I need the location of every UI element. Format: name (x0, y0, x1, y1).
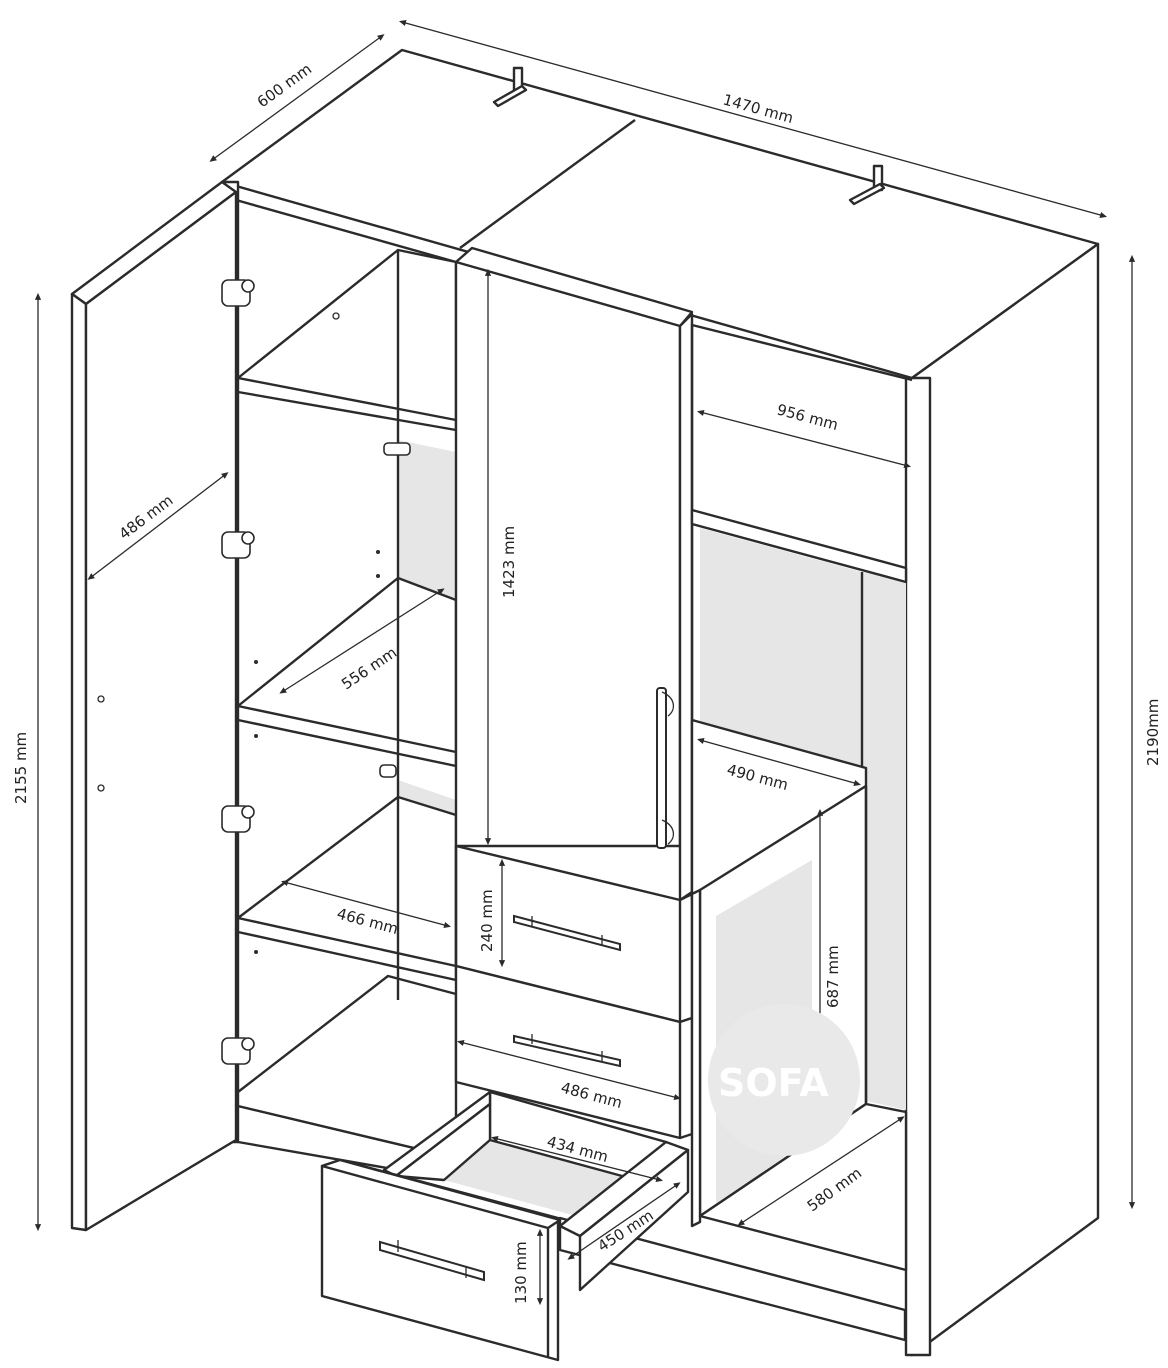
hinge-icon (221, 279, 255, 307)
drawer-front-height-label: 240 mm (478, 889, 496, 952)
shelf-1 (236, 248, 458, 432)
height-left-label: 2155 mm (12, 732, 30, 804)
dimension-lines (34, 20, 1136, 1306)
sofa-logo: SOFA (708, 1004, 860, 1156)
height-right-label: 2190mm (1144, 699, 1162, 766)
drawer-height-label: 130 mm (512, 1241, 530, 1304)
door-handle-icon (656, 687, 674, 849)
center-door-height-label: 1423 mm (500, 526, 518, 598)
right-side-panel (910, 242, 1100, 1357)
drawer-handle-icon (379, 1240, 485, 1282)
center-section (454, 246, 694, 1140)
hinge-icon (221, 531, 255, 559)
width-label: 1470 mm (721, 91, 795, 128)
hinge-icon (221, 805, 255, 833)
left-compartment (236, 248, 458, 1160)
depth-label: 600 mm (254, 60, 315, 111)
right-lower-height-label: 687 mm (824, 945, 842, 1008)
open-drawer (320, 1090, 690, 1362)
shelf-3 (236, 795, 458, 982)
left-door (70, 180, 255, 1232)
svg-text:SOFA: SOFA (718, 1061, 829, 1105)
top-compartment-width-label: 956 mm (775, 400, 840, 434)
hinge-icon (221, 1037, 255, 1065)
drawer-handle-icon (513, 914, 621, 952)
